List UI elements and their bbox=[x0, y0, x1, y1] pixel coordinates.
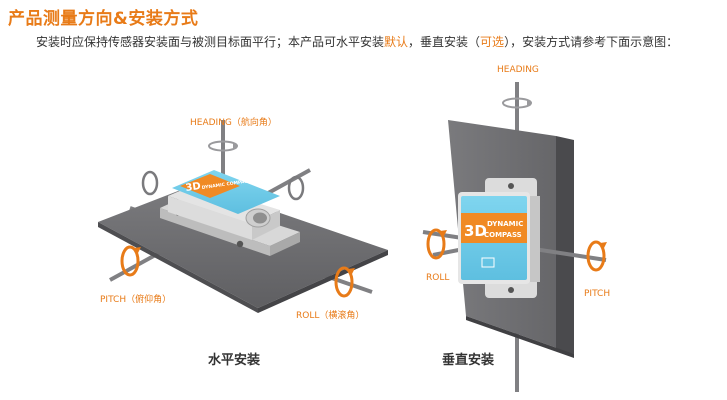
desc-text-3: ），安装方式请参考下面示意图： bbox=[504, 35, 679, 49]
desc-optional-word: 可选 bbox=[480, 35, 505, 49]
vertical-install-figure: 3D DYNAMIC COMPASS HEADING ROLL PITCH 垂直… bbox=[422, 65, 610, 392]
h-caption: 水平安装 bbox=[208, 352, 260, 368]
h-roll-ring bbox=[334, 266, 354, 298]
v-roll-label: ROLL bbox=[426, 273, 449, 283]
v-heading-label: HEADING bbox=[497, 65, 539, 75]
v-box-line2: COMPASS bbox=[484, 231, 522, 239]
h-pitch-ring bbox=[120, 245, 140, 277]
h-roll-label: ROLL（横滚角） bbox=[296, 309, 364, 321]
v-caption: 垂直安装 bbox=[442, 352, 494, 368]
v-pitch-ring bbox=[586, 240, 606, 272]
desc-default-word: 默认 bbox=[384, 35, 409, 49]
v-pitch-label: PITCH bbox=[584, 289, 610, 299]
h-box-3d-text: 3D bbox=[185, 181, 202, 194]
desc-text-1: 安装时应保持传感器安装面与被测目标面平行；本产品可水平安装 bbox=[36, 35, 385, 49]
install-description: 安装时应保持传感器安装面与被测目标面平行；本产品可水平安装默认，垂直安装（可选）… bbox=[8, 31, 720, 54]
v-box-3d-text: 3D bbox=[464, 222, 487, 240]
h-pitch-label: PITCH（俯仰角） bbox=[100, 293, 171, 305]
desc-text-2: ，垂直安装（ bbox=[408, 35, 481, 49]
h-heading-label: HEADING（航向角） bbox=[190, 116, 277, 128]
section-title: 产品测量方向&安装方式 bbox=[8, 9, 199, 29]
horizontal-install-figure: 3D DYNAMIC COMPASS HEADING（航向角） PITCH（俯仰… bbox=[98, 116, 388, 368]
installation-diagram: 3D DYNAMIC COMPASS HEADING（航向角） PITCH（俯仰… bbox=[98, 65, 610, 392]
h-rotation-ring-right bbox=[287, 175, 305, 201]
h-rotation-ring-left bbox=[141, 170, 159, 196]
v-roll-ring bbox=[426, 228, 446, 260]
v-box-line1: DYNAMIC bbox=[487, 220, 523, 228]
